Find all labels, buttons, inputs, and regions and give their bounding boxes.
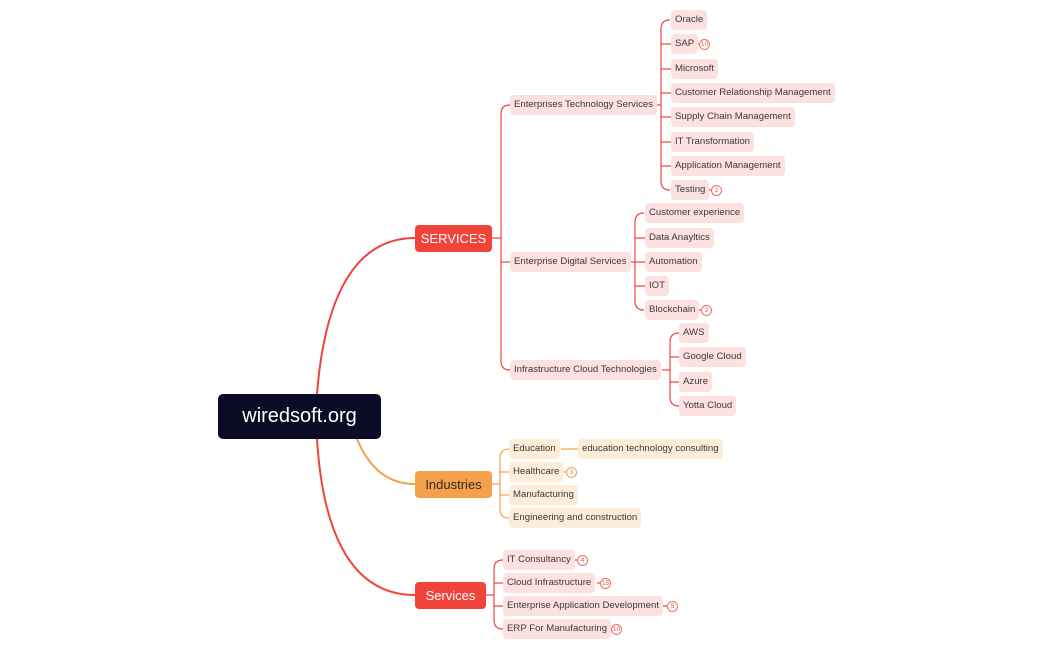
leaf-oracle[interactable]: Oracle (671, 10, 708, 30)
leaf-testing[interactable]: Testing (671, 180, 710, 200)
leaf-azure[interactable]: Azure (679, 372, 713, 392)
leaf-enterprise-application-development[interactable]: Enterprise Application Development (503, 596, 663, 616)
leaf-erp-for-manufacturing[interactable]: ERP For Manufacturing (503, 619, 612, 639)
leaf-it-consultancy[interactable]: IT Consultancy (503, 550, 575, 570)
leaf-cloud-infrastructure[interactable]: Cloud Infrastructure (503, 573, 596, 593)
leaf-scm[interactable]: Supply Chain Management (671, 107, 795, 127)
count-badge-erp-for-manufacturing[interactable]: 10 (611, 624, 622, 635)
leaf-healthcare[interactable]: Healthcare (509, 462, 564, 482)
branch-industries[interactable]: Industries (415, 471, 492, 498)
leaf-customer-experience[interactable]: Customer experience (645, 203, 745, 223)
leaf-education-technology-consulting[interactable]: education technology consulting (578, 439, 723, 459)
leaf-application-management[interactable]: Application Management (671, 156, 785, 176)
leaf-microsoft[interactable]: Microsoft (671, 59, 718, 79)
leaf-iot[interactable]: IOT (645, 276, 669, 296)
leaf-education[interactable]: Education (509, 439, 560, 459)
root-node[interactable]: wiredsoft.org (218, 394, 381, 439)
leaf-it-transformation[interactable]: IT Transformation (671, 132, 755, 152)
count-badge-enterprise-application-development[interactable]: 5 (667, 601, 678, 612)
node-enterprise-digital-services[interactable]: Enterprise Digital Services (510, 252, 631, 272)
branch-services-lower[interactable]: Services (415, 582, 486, 609)
leaf-crm[interactable]: Customer Relationship Management (671, 83, 835, 103)
branch-services-upper[interactable]: SERVICES (415, 225, 492, 252)
count-badge-testing[interactable]: 2 (711, 185, 722, 196)
leaf-manufacturing[interactable]: Manufacturing (509, 485, 578, 505)
leaf-google-cloud[interactable]: Google Cloud (679, 347, 746, 367)
leaf-data-analytics[interactable]: Data Anayltics (645, 228, 714, 248)
leaf-automation[interactable]: Automation (645, 252, 702, 272)
count-badge-cloud-infrastructure[interactable]: 15 (600, 578, 611, 589)
count-badge-healthcare[interactable]: 3 (566, 467, 577, 478)
node-enterprise-technology-services[interactable]: Enterprises Technology Services (510, 95, 658, 115)
count-badge-blockchain[interactable]: 2 (701, 305, 712, 316)
leaf-yotta-cloud[interactable]: Yotta Cloud (679, 396, 737, 416)
leaf-blockchain[interactable]: Blockchain (645, 300, 700, 320)
count-badge-sap[interactable]: 10 (699, 39, 710, 50)
leaf-aws[interactable]: AWS (679, 323, 709, 343)
node-infrastructure-cloud-technologies[interactable]: Infrastructure Cloud Technologies (510, 360, 661, 380)
leaf-engineering-construction[interactable]: Engineering and construction (509, 508, 642, 528)
leaf-sap[interactable]: SAP (671, 34, 699, 54)
count-badge-it-consultancy[interactable]: 4 (577, 555, 588, 566)
